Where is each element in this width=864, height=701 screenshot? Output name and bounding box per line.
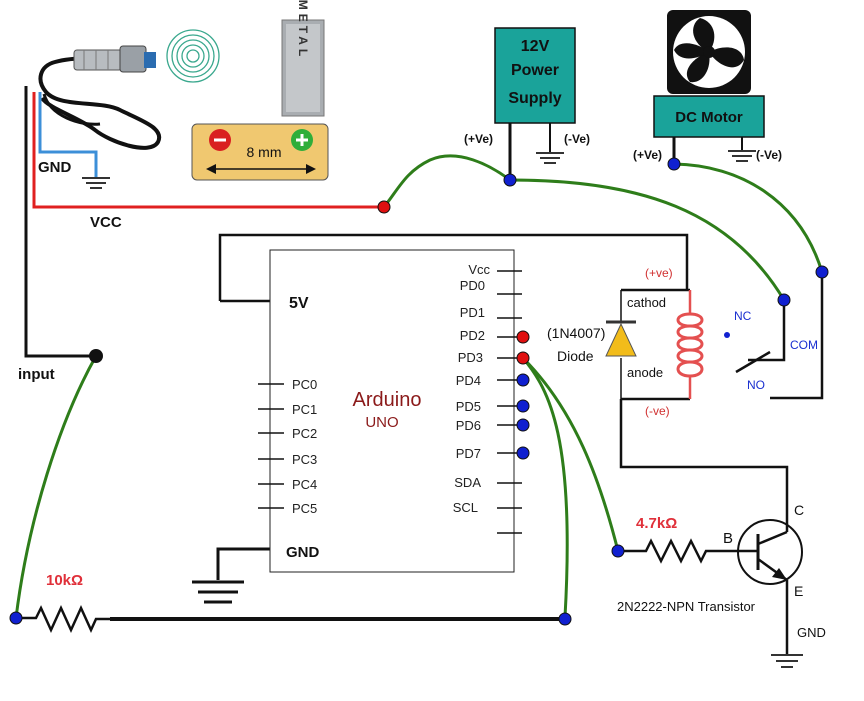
node-pd5 [516, 399, 530, 413]
sensor-waves-icon [166, 29, 220, 83]
pin-vcc: Vcc [468, 262, 490, 277]
sensor-gnd-wire [38, 92, 98, 178]
pulldown-resistor [16, 604, 110, 634]
psu-ground-icon [536, 152, 564, 164]
pin-pd5: PD5 [456, 399, 481, 414]
power-supply-module: 12V Power Supply [494, 27, 576, 124]
psu-pos-label: (+Ve) [464, 132, 493, 146]
node-pulldown-right [558, 612, 572, 626]
sensor-vcc-label: VCC [90, 214, 122, 231]
pin-sda: SDA [454, 475, 481, 490]
transistor-emitter-label: E [794, 583, 803, 599]
node-pulldown-left [9, 611, 23, 625]
pin-pd3: PD3 [458, 350, 483, 365]
arduino-gnd-label: GND [286, 544, 320, 561]
psu-neg-label: (-Ve) [564, 132, 590, 146]
node-pd2 [516, 330, 530, 344]
pin-pc1: PC1 [292, 402, 317, 417]
node-vcc [377, 200, 391, 214]
sensor-gnd-label: GND [38, 159, 72, 176]
relay-pos-label: (+ve) [645, 266, 673, 280]
arduino-5v-label: 5V [289, 295, 309, 312]
sensor-signal-wire [24, 86, 96, 358]
node-relay-nc [777, 293, 791, 307]
pin-pc3: PC3 [292, 452, 317, 467]
arduino-title: Arduino [353, 389, 422, 411]
relay-no-label: NO [747, 378, 765, 392]
sensor-input-label: input [18, 366, 55, 383]
transistor-collector-label: C [794, 502, 804, 518]
metal-plate: METAL [281, 0, 325, 117]
node-relay-com [815, 265, 829, 279]
pin-pc2: PC2 [292, 426, 317, 441]
proximity-sensor [38, 45, 162, 150]
arduino-gnd-wire [216, 547, 283, 580]
motor-ground-icon [728, 150, 756, 162]
pin-pc0: PC0 [292, 377, 317, 392]
pin-pd1: PD1 [460, 305, 485, 320]
relay-coil [676, 312, 704, 378]
node-pd3 [516, 351, 530, 365]
npn-transistor [737, 519, 803, 585]
flyback-diode [605, 320, 637, 357]
pin-pd4: PD4 [456, 373, 481, 388]
node-motor-pos [667, 157, 681, 171]
transistor-gnd-label: GND [797, 625, 826, 640]
distance-label: 8 mm [247, 144, 282, 160]
transistor-base-label: B [723, 530, 733, 547]
pulldown-resistor-label: 10kΩ [46, 572, 83, 589]
right-pin-labels: Vcc PD0 PD1 PD2 PD3 PD4 PD5 PD6 PD7 SDA … [453, 262, 491, 515]
connection-nodes [9, 157, 829, 626]
node-pd7 [516, 446, 530, 460]
pin-pc5: PC5 [292, 501, 317, 516]
pin-pd7: PD7 [456, 446, 481, 461]
sensor-vcc-wire [32, 92, 384, 209]
pin-scl: SCL [453, 500, 478, 515]
cathode-label: cathod [627, 295, 666, 310]
arduino-ground-icon [192, 580, 244, 604]
sensor-ground-icon [82, 177, 110, 189]
black-wires [218, 233, 824, 655]
relay-nc-label: NC [734, 309, 752, 323]
arduino-uno: Arduino UNO 5V GND PC0 PC1 PC2 PC3 PC4 P… [258, 249, 522, 573]
fan-icon [667, 10, 751, 94]
relay-module [620, 288, 704, 401]
nc-dot [724, 332, 730, 338]
dc-motor-module: DC Motor [653, 95, 765, 138]
node-pd6 [516, 418, 530, 432]
relay-com-label: COM [790, 338, 818, 352]
pin-pd0: PD0 [460, 278, 485, 293]
transistor-ground-icon [771, 654, 803, 668]
pin-pd2: PD2 [460, 328, 485, 343]
psu-line3: Supply [508, 90, 561, 107]
left-pin-stubs [258, 383, 284, 509]
diode-part-label: (1N4007) [547, 325, 605, 341]
relay-neg-label: (-ve) [645, 404, 670, 418]
psu-line2: Power [511, 62, 559, 79]
motor-neg-label: (-Ve) [756, 148, 782, 162]
base-resistor-label: 4.7kΩ [636, 515, 677, 532]
node-pd4 [516, 373, 530, 387]
transistor-name-label: 2N2222-NPN Transistor [617, 599, 756, 614]
green-wires [14, 154, 824, 619]
node-psu-pos [503, 173, 517, 187]
arduino-subtitle: UNO [365, 414, 398, 431]
left-pin-labels: PC0 PC1 PC2 PC3 PC4 PC5 [292, 377, 317, 516]
pin-pd6: PD6 [456, 418, 481, 433]
metal-label: METAL [296, 0, 310, 60]
node-input [89, 349, 103, 363]
motor-pos-label: (+Ve) [633, 148, 662, 162]
diode-name-label: Diode [557, 348, 594, 364]
base-resistor [618, 538, 737, 564]
psu-line1: 12V [521, 38, 550, 55]
node-base-resistor [611, 544, 625, 558]
pin-pc4: PC4 [292, 477, 317, 492]
motor-label: DC Motor [675, 109, 743, 126]
sensing-distance-card: 8 mm [191, 123, 329, 181]
anode-label: anode [627, 365, 663, 380]
